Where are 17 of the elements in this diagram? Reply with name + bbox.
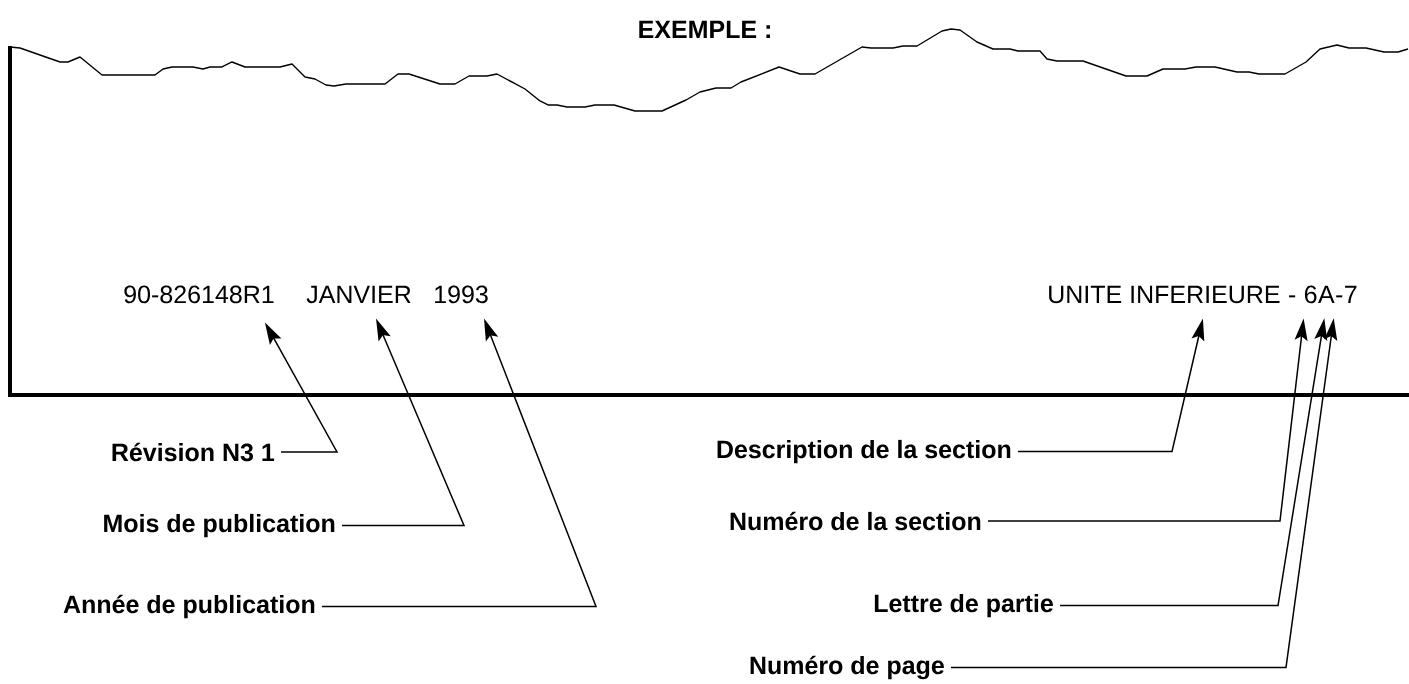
callout-label: Description de la section: [717, 439, 1011, 464]
footer-text: -: [1336, 295, 1343, 298]
callout-label: Lettre de partie: [874, 593, 1053, 618]
callout-label: Numéro de la section: [730, 511, 981, 531]
footer-text: 7: [1345, 285, 1357, 303]
footer-text: UNITE INFERIEURE: [1049, 285, 1280, 304]
footer-text: 6: [1304, 285, 1317, 304]
footer-text: A: [1318, 285, 1335, 303]
callout-label: Année de publication: [63, 594, 315, 619]
heading: EXEMPLE :: [639, 20, 770, 38]
callout-label: Mois de publication: [104, 513, 335, 538]
footer-text: JANVIER: [306, 285, 411, 304]
callout-label: Révision N3 1: [112, 442, 275, 462]
callout-label: Numéro de page: [750, 655, 944, 680]
footer-text: -: [1289, 295, 1296, 298]
footer-text: 90-826148R1: [124, 285, 274, 304]
footer-text: 1993: [435, 285, 488, 304]
